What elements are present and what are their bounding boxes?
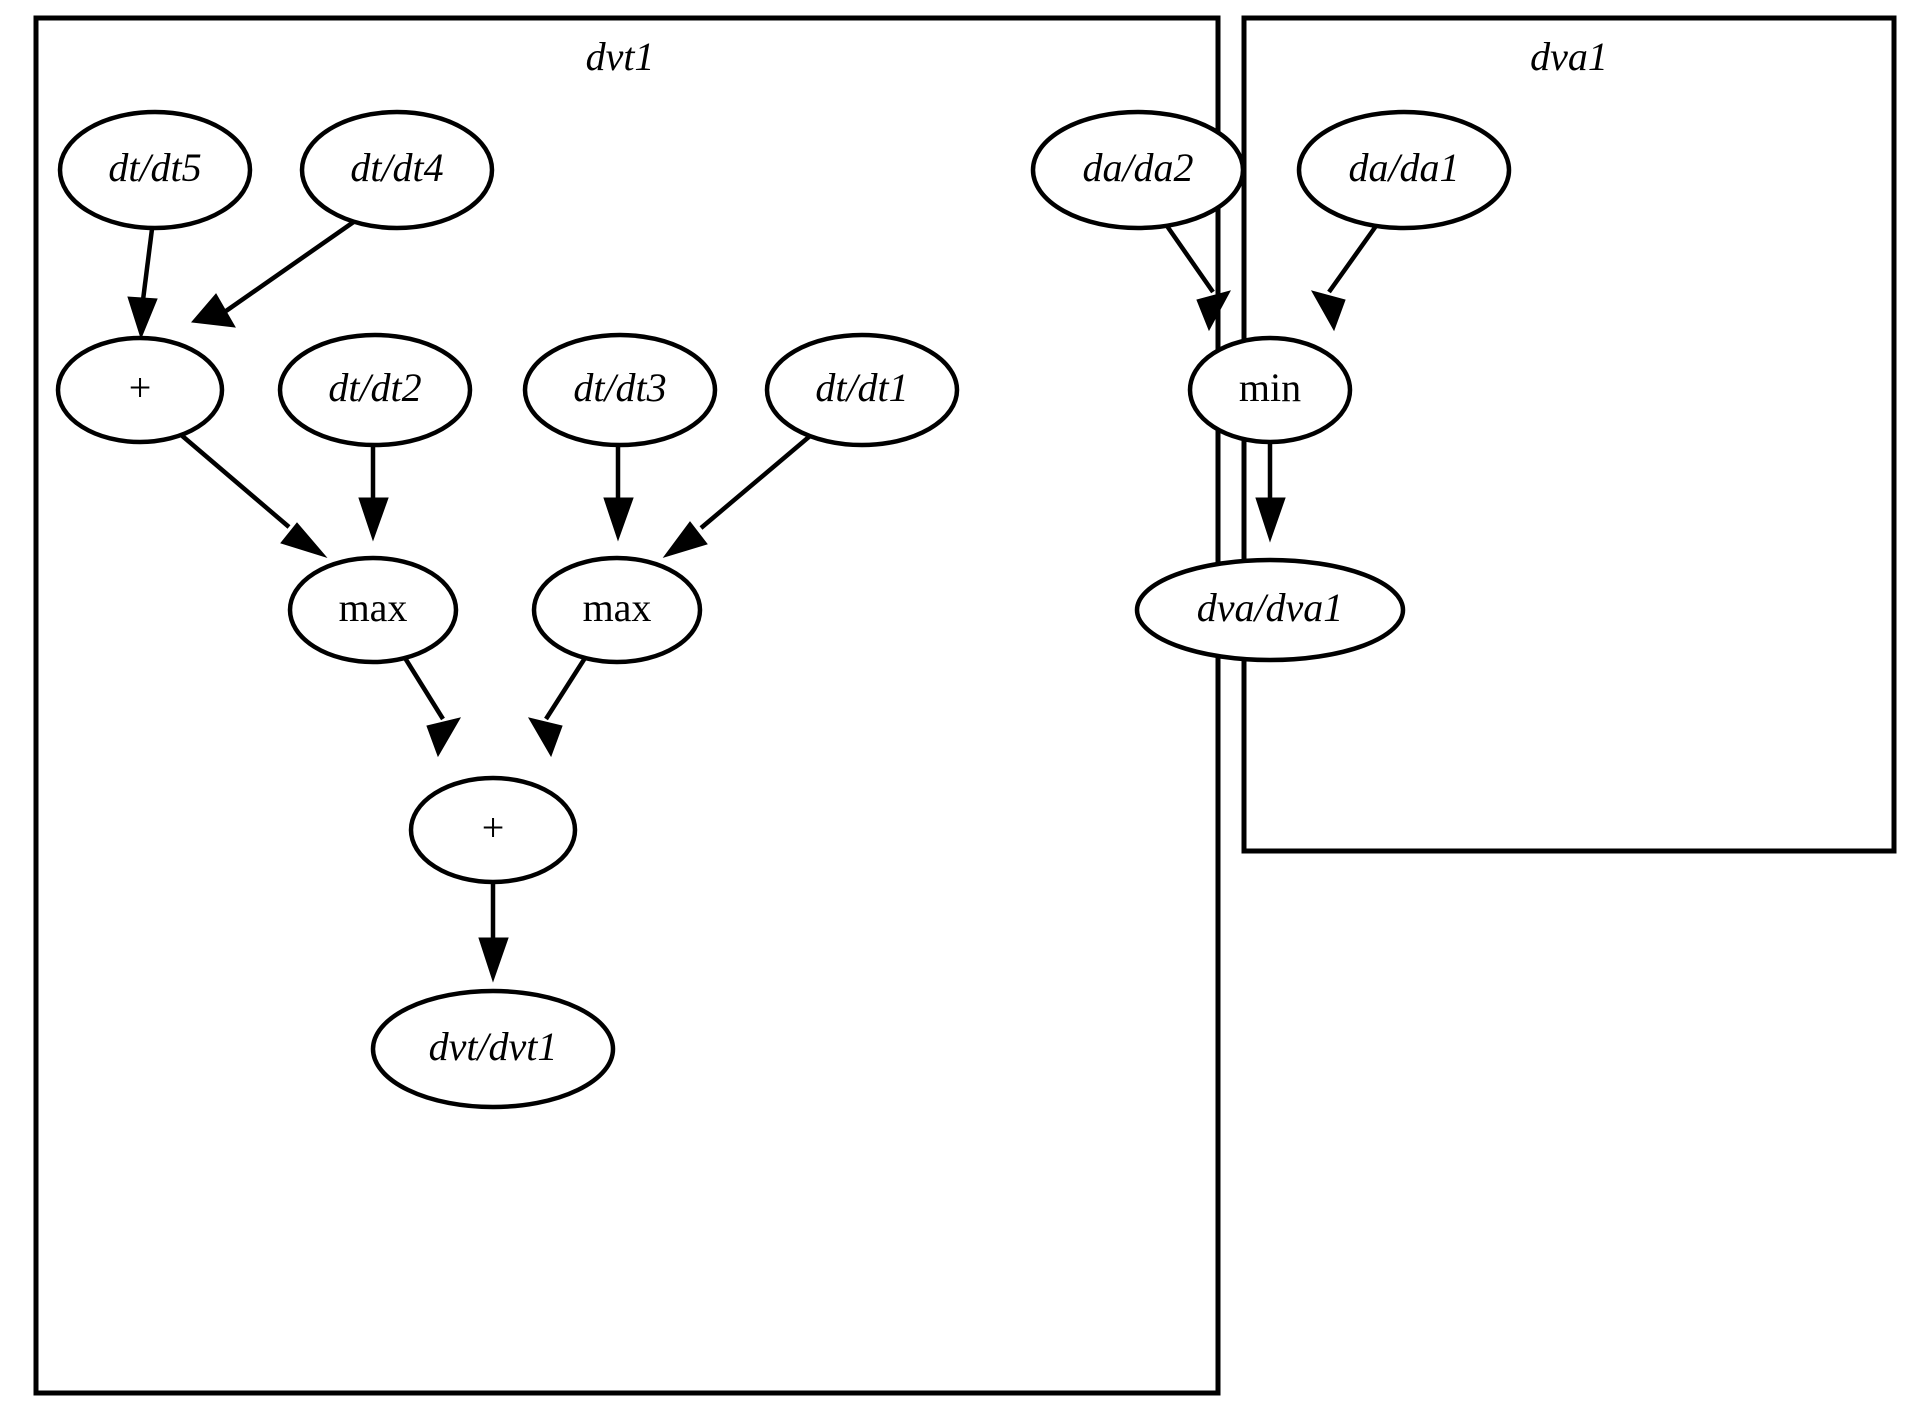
edge-da1-to-min bbox=[1310, 224, 1378, 332]
node-plus-b-shape[interactable] bbox=[408, 775, 578, 885]
node-max-a[interactable]: max bbox=[287, 555, 459, 665]
node-da1-label: da/da1 bbox=[1348, 145, 1459, 190]
edge-max-a-to-plus-b bbox=[403, 656, 462, 758]
node-da2[interactable]: da/da2 bbox=[1030, 109, 1246, 231]
node-da2-shape[interactable] bbox=[1030, 109, 1246, 231]
node-dt5[interactable]: dt/dt5 bbox=[57, 109, 253, 231]
node-dva-dva1[interactable]: dva/dva1 bbox=[1134, 557, 1406, 663]
node-plus-b-label: + bbox=[482, 805, 505, 850]
node-dt2-label: dt/dt2 bbox=[328, 365, 421, 410]
node-dvt-dvt1[interactable]: dvt/dvt1 bbox=[370, 988, 616, 1110]
node-dt4[interactable]: dt/dt4 bbox=[299, 109, 495, 231]
node-dt4-label: dt/dt4 bbox=[350, 145, 443, 190]
node-dt2-shape[interactable] bbox=[277, 332, 473, 448]
node-dt1-shape[interactable] bbox=[764, 332, 960, 448]
node-max-b[interactable]: max bbox=[531, 555, 703, 665]
edge-plus-to-max-a bbox=[178, 432, 328, 558]
node-max-b-shape[interactable] bbox=[531, 555, 703, 665]
node-dt5-shape[interactable] bbox=[57, 109, 253, 231]
edge-min-to-dva1out bbox=[1255, 443, 1286, 543]
edge-dt5-to-plus bbox=[127, 228, 158, 340]
node-dva-dva1-label: dva/dva1 bbox=[1197, 585, 1344, 630]
node-dt4-shape[interactable] bbox=[299, 109, 495, 231]
edge-dt3-to-max-b bbox=[603, 446, 634, 542]
node-dt3-label: dt/dt3 bbox=[573, 365, 666, 410]
node-plus-a-shape[interactable] bbox=[55, 335, 225, 445]
cluster-dvt1-border bbox=[33, 15, 1221, 1396]
node-max-b-label: max bbox=[583, 585, 652, 630]
node-dt2[interactable]: dt/dt2 bbox=[277, 332, 473, 448]
nodes-layer: dt/dt5 dt/dt4 + dt/dt2 dt/dt3 dt/dt1 bbox=[55, 109, 1512, 1110]
node-dvt-dvt1-shape[interactable] bbox=[370, 988, 616, 1110]
edge-dt1-to-max-b bbox=[662, 434, 812, 558]
node-plus-a[interactable]: + bbox=[55, 335, 225, 445]
cluster-dva1-label: dva1 bbox=[1530, 34, 1608, 79]
node-dt3-shape[interactable] bbox=[522, 332, 718, 448]
node-da1-shape[interactable] bbox=[1296, 109, 1512, 231]
edge-da2-to-min bbox=[1165, 224, 1231, 332]
cluster-dvt1: dvt1 bbox=[33, 15, 1221, 1396]
node-max-a-shape[interactable] bbox=[287, 555, 459, 665]
node-da2-label: da/da2 bbox=[1082, 145, 1193, 190]
node-plus-a-label: + bbox=[129, 365, 152, 410]
node-dvt-dvt1-label: dvt/dvt1 bbox=[429, 1024, 558, 1069]
node-min[interactable]: min bbox=[1187, 335, 1353, 445]
node-min-label: min bbox=[1239, 365, 1301, 410]
edge-dt2-to-max-a bbox=[358, 446, 389, 542]
node-max-a-label: max bbox=[339, 585, 408, 630]
node-dva-dva1-shape[interactable] bbox=[1134, 557, 1406, 663]
node-dt5-label: dt/dt5 bbox=[108, 145, 201, 190]
edge-max-b-to-plus-b bbox=[527, 656, 587, 758]
edge-plus-b-to-dvt1out bbox=[478, 883, 509, 983]
edges-layer bbox=[127, 219, 1378, 983]
node-dt3[interactable]: dt/dt3 bbox=[522, 332, 718, 448]
node-plus-b[interactable]: + bbox=[408, 775, 578, 885]
node-min-shape[interactable] bbox=[1187, 335, 1353, 445]
node-da1[interactable]: da/da1 bbox=[1296, 109, 1512, 231]
cluster-dvt1-label: dvt1 bbox=[586, 34, 655, 79]
node-dt1-label: dt/dt1 bbox=[815, 365, 908, 410]
node-dt1[interactable]: dt/dt1 bbox=[764, 332, 960, 448]
edge-dt4-to-plus bbox=[191, 219, 357, 328]
